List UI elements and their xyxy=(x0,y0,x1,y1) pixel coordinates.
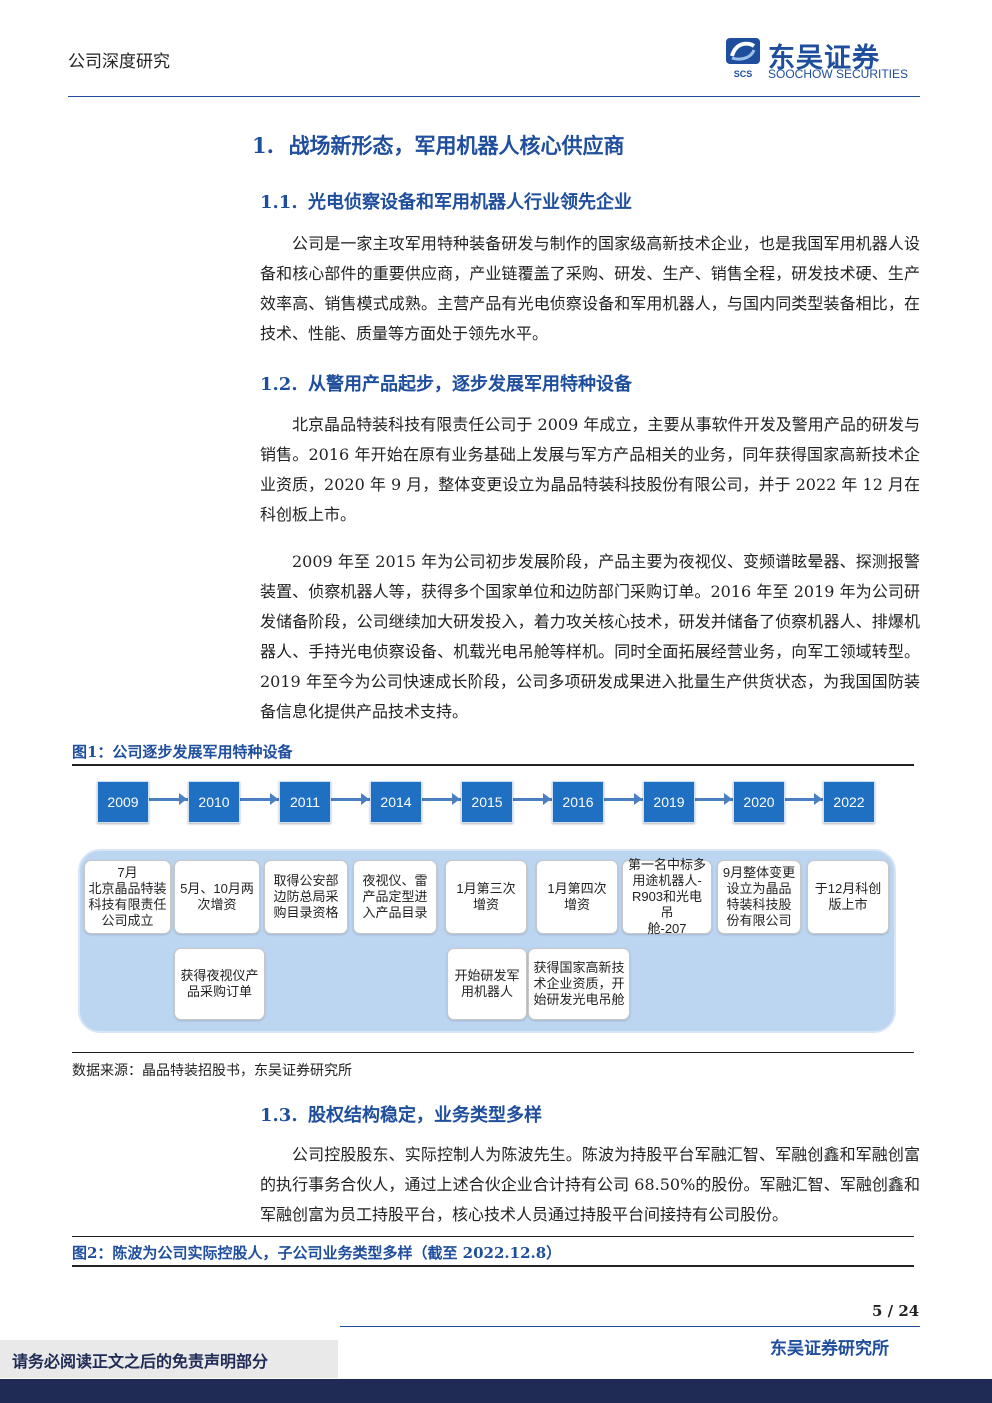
section-1-1-number: 1.1. xyxy=(260,192,298,213)
section-1-2-paragraph-1: 北京晶品特装科技有限责任公司于 2009 年成立，主要从事软件开发及警用产品的研… xyxy=(260,415,920,524)
timeline-year-0: 2009 xyxy=(97,781,149,823)
timeline-event-secondary-0: 获得夜视仪产 品采购订单 xyxy=(174,948,265,1020)
timeline-arrow-icon xyxy=(452,793,460,805)
timeline-event-secondary-2: 获得国家高新技 术企业资质，开 始研发光电吊舱 xyxy=(528,948,630,1020)
logo-icon: SCS xyxy=(726,38,760,79)
figure-1-top-rule xyxy=(72,764,914,766)
timeline-year-1: 2010 xyxy=(188,781,240,823)
figure-1-bottom-rule xyxy=(72,1052,914,1053)
timeline-arrow-icon xyxy=(179,793,187,805)
timeline-arrow-icon xyxy=(634,793,642,805)
timeline-arrow-icon xyxy=(724,793,732,805)
disclaimer-text: 请务必阅读正文之后的免责声明部分 xyxy=(12,1352,269,1371)
logo-chinese-name: 东吴证券 xyxy=(768,43,880,74)
timeline-arrow-icon xyxy=(814,793,822,805)
section-1-heading: 1. 战场新形态，军用机器人核心供应商 xyxy=(252,130,625,160)
section-1-3-number: 1.3. xyxy=(260,1105,298,1126)
timeline-event-0: 7月 北京晶品特装 科技有限责任 公司成立 xyxy=(84,860,171,934)
timeline-year-3: 2014 xyxy=(370,781,422,823)
timeline-event-secondary-1: 开始研发军 用机器人 xyxy=(447,948,527,1020)
timeline-arrow-icon xyxy=(361,793,369,805)
timeline-year-6: 2019 xyxy=(643,781,695,823)
section-1-3-title: 股权结构稳定，业务类型多样 xyxy=(308,1105,542,1126)
timeline-event-7: 9月整体变更 设立为晶品 特装科技股 份有限公司 xyxy=(717,860,801,934)
logo-english-name: SOOCHOW SECURITIES xyxy=(768,67,909,81)
timeline-arrow-icon xyxy=(543,793,551,805)
timeline-event-8: 于12月科创 版上市 xyxy=(807,860,889,934)
section-1-2-title: 从警用产品起步，逐步发展军用特种设备 xyxy=(308,374,632,395)
timeline-arrow-icon xyxy=(270,793,278,805)
timeline-year-8: 2022 xyxy=(823,781,875,823)
disclaimer-box xyxy=(0,1340,338,1378)
timeline-year-7: 2020 xyxy=(733,781,785,823)
figure-2-bottom-rule xyxy=(72,1265,914,1267)
section-1-1-heading: 1.1. 光电侦察设备和军用机器人行业领先企业 xyxy=(260,188,632,214)
timeline-year-2: 2011 xyxy=(279,781,331,823)
logo-mark-text: SCS xyxy=(734,69,753,79)
section-1-2-paragraph-2: 2009 年至 2015 年为公司初步发展阶段，产品主要为夜视仪、变频谱眩晕器、… xyxy=(260,552,920,721)
company-logo: SCS 东吴证券 SOOCHOW SECURITIES xyxy=(724,36,924,82)
section-1-1-paragraph: 公司是一家主攻军用特种装备研发与制作的国家级高新技术企业，也是我国军用机器人设备… xyxy=(260,234,920,343)
figure-2-top-rule xyxy=(72,1236,914,1237)
timeline-event-5: 1月第四次 增资 xyxy=(536,860,618,934)
footer-brand: 东吴证券研究所 xyxy=(770,1339,889,1359)
report-type-label: 公司深度研究 xyxy=(68,52,170,72)
figure-1-caption: 图1：公司逐步发展军用特种设备 xyxy=(72,743,293,761)
page-number: 5 / 24 xyxy=(872,1302,920,1320)
timeline-event-3: 夜视仪、雷 产品定型进 入产品目录 xyxy=(353,860,437,934)
section-1-3-paragraph: 公司控股股东、实际控制人为陈波先生。陈波为持股平台军融汇智、军融创鑫和军融创富的… xyxy=(260,1145,920,1224)
figure-2-caption: 图2：陈波为公司实际控股人，子公司业务类型多样（截至 2022.12.8） xyxy=(72,1244,562,1262)
timeline-event-2: 取得公安部 边防总局采 购目录资格 xyxy=(264,860,348,934)
section-1-number: 1. xyxy=(252,133,274,158)
figure-1-source: 数据来源：晶品特装招股书，东吴证券研究所 xyxy=(72,1063,352,1079)
section-1-2-heading: 1.2. 从警用产品起步，逐步发展军用特种设备 xyxy=(260,370,632,396)
section-1-3-heading: 1.3. 股权结构稳定，业务类型多样 xyxy=(260,1101,542,1127)
section-1-title: 战场新形态，军用机器人核心供应商 xyxy=(288,133,625,158)
header-divider xyxy=(68,96,920,97)
timeline-event-6: 第一名中标多 用途机器人- R903和光电吊 舱-207 xyxy=(622,857,712,936)
footer-divider xyxy=(340,1326,920,1327)
timeline-event-4: 1月第三次 增资 xyxy=(445,860,527,934)
timeline-event-1: 5月、10月两 次增资 xyxy=(174,860,260,934)
section-1-2-number: 1.2. xyxy=(260,374,298,395)
section-1-1-title: 光电侦察设备和军用机器人行业领先企业 xyxy=(308,192,632,213)
footer-bar xyxy=(0,1379,992,1403)
timeline-year-4: 2015 xyxy=(461,781,513,823)
timeline-year-5: 2016 xyxy=(552,781,604,823)
